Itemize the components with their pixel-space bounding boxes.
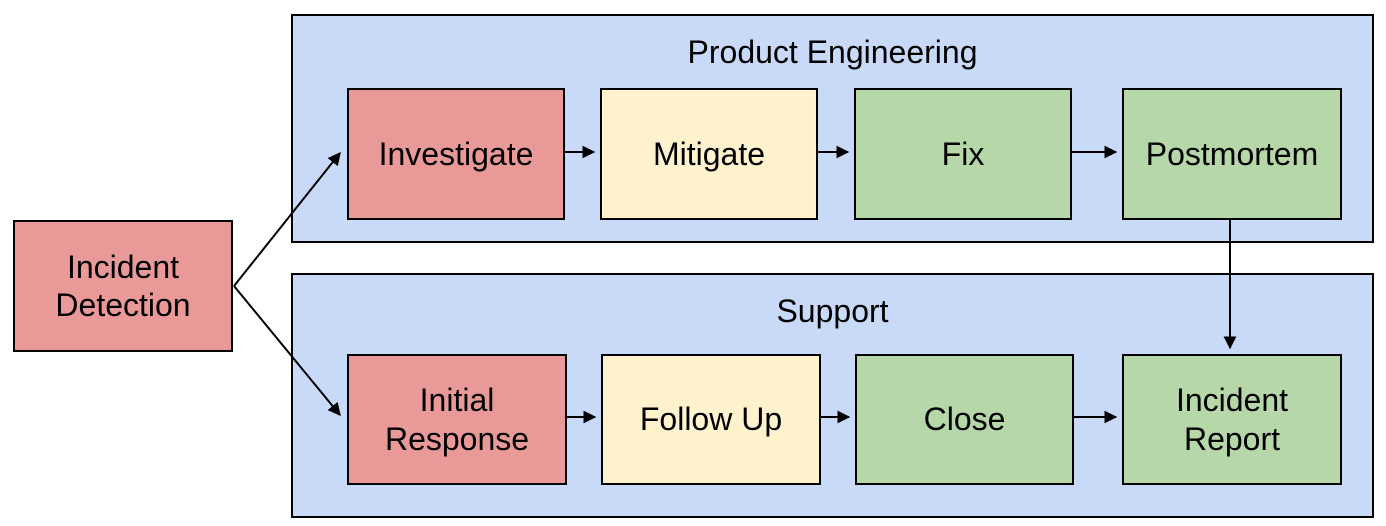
node-initial-response: Initial Response xyxy=(347,354,567,485)
node-close: Close xyxy=(855,354,1074,485)
lane-title-support: Support xyxy=(776,293,889,329)
node-investigate-label: Investigate xyxy=(378,135,534,172)
node-mitigate-label: Mitigate xyxy=(652,135,766,172)
node-postmortem-label: Postmortem xyxy=(1145,135,1319,172)
node-close-label: Close xyxy=(923,401,1006,438)
node-investigate: Investigate xyxy=(347,88,565,220)
lane-title-product-engineering: Product Engineering xyxy=(687,34,978,70)
lane-product-engineering: Product Engineering Investigate Mitigate… xyxy=(291,14,1374,243)
node-postmortem: Postmortem xyxy=(1122,88,1342,220)
lane-support: Support Initial Response Follow Up Close… xyxy=(291,273,1374,518)
node-fix: Fix xyxy=(854,88,1072,220)
node-mitigate: Mitigate xyxy=(600,88,818,220)
node-incident-detection: Incident Detection xyxy=(13,220,233,352)
node-incident-report: Incident Report xyxy=(1122,354,1342,485)
node-follow-up-label: Follow Up xyxy=(639,401,783,438)
node-incident-detection-label: Incident Detection xyxy=(55,248,191,323)
node-follow-up: Follow Up xyxy=(601,354,821,485)
node-incident-report-label: Incident Report xyxy=(1175,382,1289,457)
node-initial-response-label: Initial Response xyxy=(384,382,530,457)
node-fix-label: Fix xyxy=(941,135,985,172)
